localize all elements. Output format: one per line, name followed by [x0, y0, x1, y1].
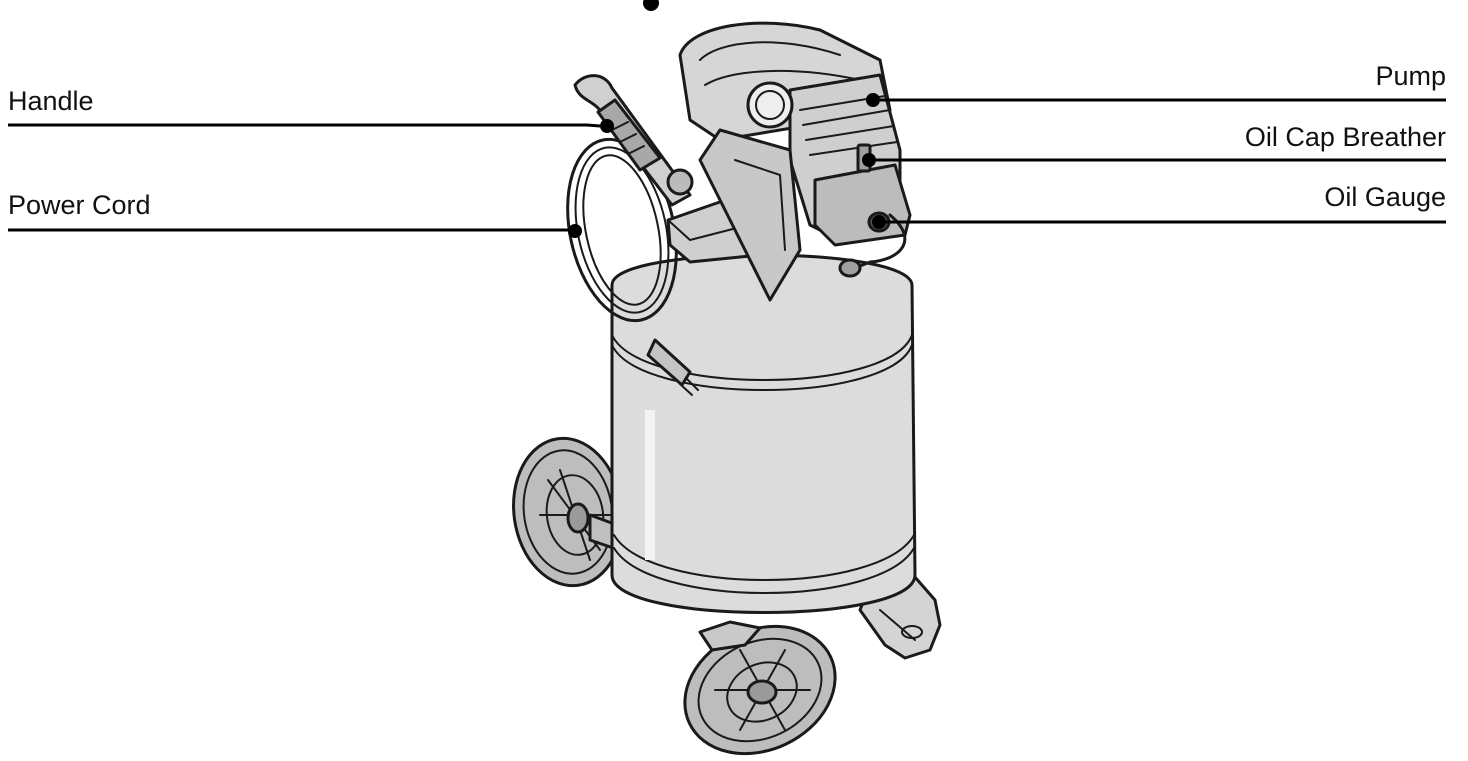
callout-pump: Pump	[866, 61, 1446, 107]
leader-dot-oil-cap-breather	[862, 153, 876, 167]
callout-label-pump: Pump	[1375, 61, 1446, 91]
callout-label-handle: Handle	[8, 86, 94, 116]
callout-label-oil-gauge: Oil Gauge	[1324, 182, 1446, 212]
tank	[610, 253, 917, 614]
callout-label-oil-cap-breather: Oil Cap Breather	[1245, 122, 1446, 152]
leader-dot-oil-gauge	[872, 215, 886, 229]
leader-dot-handle	[600, 119, 614, 133]
left-wheel	[512, 436, 624, 588]
leader-dot-power-cord	[568, 224, 582, 238]
pump-illustration	[678, 21, 912, 302]
callout-power-cord: Power Cord	[8, 190, 582, 238]
callout-oil-cap-breather: Oil Cap Breather	[862, 122, 1446, 167]
callout-oil-gauge: Oil Gauge	[872, 182, 1446, 229]
callout-label-power-cord: Power Cord	[8, 190, 151, 220]
leader-dot-pump	[866, 93, 880, 107]
compressor-illustration	[512, 0, 942, 756]
callout-handle: Handle	[8, 86, 614, 133]
front-wheel	[683, 620, 837, 756]
handle-illustration	[573, 74, 692, 207]
